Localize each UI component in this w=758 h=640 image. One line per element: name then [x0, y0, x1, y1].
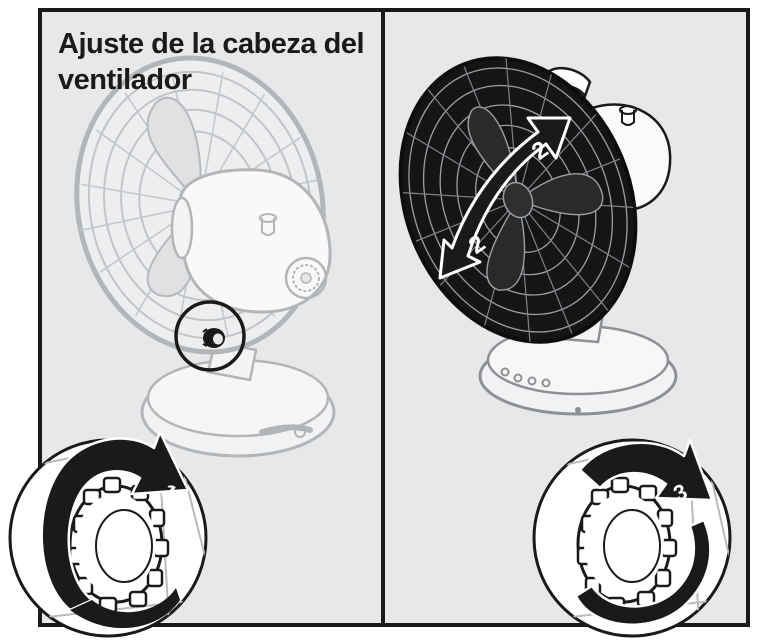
rotate-cw-arrow-icon: 3 [574, 438, 714, 626]
gear-knob-icon-right [576, 476, 678, 614]
zoom-callout-left: 1 [8, 430, 208, 638]
tilted-fan-icon [398, 56, 678, 416]
zoom-callout-right: 3 [532, 438, 732, 638]
faded-fan-icon [74, 55, 336, 458]
diagram-title: Ajuste de la cabeza del ventilador [58, 28, 365, 96]
gear-knob-icon [68, 476, 170, 614]
knob-circle-icon [174, 300, 246, 372]
